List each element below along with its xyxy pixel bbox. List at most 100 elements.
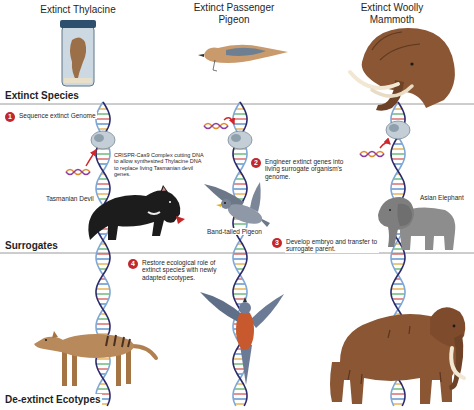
dna-rung [96, 118, 110, 119]
passenger-pigeon-specimen-part [226, 48, 266, 56]
dna-rung [391, 188, 405, 189]
dna-rung [235, 283, 245, 284]
woolly-mammoth-head-part [410, 62, 413, 65]
tasmanian-devil-part [169, 201, 171, 203]
row-divider-part [0, 253, 474, 254]
thylacine-specimen-jar-part [62, 26, 94, 86]
callout-number: 2 [251, 158, 261, 168]
asian-elephant-part [378, 197, 414, 247]
dna-rung [97, 193, 109, 194]
thylacine-part [126, 350, 131, 384]
dna-rung [394, 108, 402, 109]
dna-rung [97, 298, 108, 299]
step-text: Engineer extinct genes into living surro… [264, 158, 346, 180]
band-tailed-pigeon-part [221, 199, 231, 209]
asian-elephant-part [397, 204, 412, 226]
passenger-pigeon-part [200, 292, 244, 322]
passenger-pigeon-part [240, 345, 252, 385]
dna-rung [391, 258, 405, 259]
dna-rung [98, 283, 108, 284]
dna-rung [236, 163, 244, 164]
dna-rung [234, 183, 247, 184]
tasmanian-devil-part [88, 190, 180, 240]
tasmanian-devil-part [162, 187, 166, 191]
callout-number: 1 [5, 112, 15, 122]
step-marker: 2Engineer extinct genes into living surr… [251, 158, 346, 180]
step-marker: 3Develop embryo and transfer to surrogat… [272, 238, 379, 253]
thylacine-specimen-jar-part [64, 78, 92, 83]
passenger-pigeon-part [243, 297, 247, 302]
woolly-mammoth-part [449, 334, 463, 390]
thylacine-part [52, 331, 58, 338]
dna-rung [97, 123, 110, 124]
band-tailed-pigeon-part [224, 202, 226, 204]
dna-rung [96, 288, 109, 289]
tasmanian-devil-part [176, 216, 185, 224]
passenger-pigeon-specimen-part [213, 60, 217, 71]
dna-rung [391, 253, 404, 254]
dna-rung [97, 183, 110, 184]
woolly-mammoth-part [453, 325, 456, 328]
dna-rung [235, 178, 244, 179]
dna-rung [391, 393, 405, 394]
dna-rung [394, 163, 402, 164]
dna-rung [393, 248, 403, 249]
dna-rung [96, 188, 110, 189]
dna-rung [236, 108, 244, 109]
band-tailed-pigeon-part [250, 182, 261, 212]
dna-rung [392, 113, 404, 114]
dna-rung [234, 123, 247, 124]
dna-rung [233, 398, 246, 399]
dna-rung [392, 298, 403, 299]
dna-rung [233, 253, 246, 254]
synthesized-dna-fragment-part [360, 152, 384, 157]
step-text: Restore ecological role of extinct speci… [141, 259, 223, 281]
dna-rung [234, 298, 245, 299]
passenger-pigeon-specimen-part [198, 54, 204, 57]
dna-rung [98, 318, 109, 319]
passenger-pigeon [200, 292, 284, 385]
thylacine-specimen-jar [60, 20, 96, 86]
band-tailed-pigeon-part [225, 200, 264, 227]
dna-rung [391, 288, 404, 289]
band-tailed-pigeon [204, 182, 270, 228]
dna-rung [233, 223, 247, 224]
thylacine [34, 331, 156, 386]
dna-rung [233, 153, 247, 154]
synthesized-dna-fragment-part [204, 124, 228, 129]
dna-rung [391, 293, 405, 294]
dna-rung [392, 263, 404, 264]
crispr-complex-part [228, 131, 252, 149]
woolly-mammoth-head-part [350, 72, 398, 88]
dna-rung [391, 398, 404, 399]
woolly-mammoth-part [451, 348, 464, 378]
passenger-pigeon-specimen [198, 45, 288, 71]
dna-rung [394, 143, 403, 144]
thylacine-part [58, 334, 134, 358]
dna-rung [233, 393, 247, 394]
dna-rung [391, 118, 405, 119]
woolly-mammoth-head-part [372, 32, 420, 60]
passenger-pigeon-part [250, 294, 284, 328]
dna-rung [99, 163, 107, 164]
dna-rung [96, 358, 110, 359]
dna-rung [235, 403, 245, 404]
crispr-complex-part [389, 124, 399, 132]
dna-rung [234, 113, 246, 114]
asian-elephant [378, 197, 455, 250]
row-heading: De-extinct Ecotypes [4, 394, 102, 406]
dna-rung [97, 263, 109, 264]
dna-rung [99, 128, 108, 129]
thylacine-part [106, 335, 130, 347]
dna-rung [97, 388, 108, 389]
dna-rung [235, 248, 245, 249]
crispr-complex-part [94, 134, 104, 142]
insertion-arrow-part [224, 118, 234, 124]
dna-rung [96, 328, 110, 329]
synthesized-dna-fragment-part [204, 124, 228, 129]
dna-rung [96, 323, 110, 324]
dna-rung [392, 158, 404, 159]
callout-note: CRISPR-Cas9 Complex cutting DNA to allow… [113, 152, 207, 177]
crispr-complex-part [386, 121, 410, 139]
